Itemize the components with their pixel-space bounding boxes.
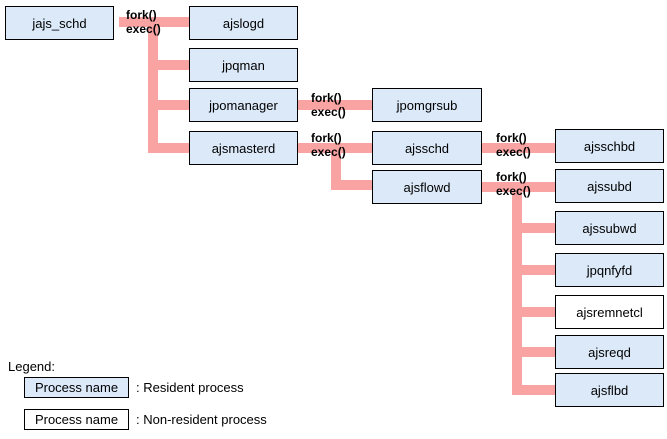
exec-label: exec()	[496, 184, 531, 198]
connector-jajs-jpqman	[148, 60, 189, 70]
process-ajssubd: ajssubd	[555, 169, 664, 203]
connector-jajs-jpomanager	[148, 100, 189, 110]
connector-ajsmasterd-ajsflowd	[331, 180, 372, 190]
process-ajssubwd: ajssubwd	[555, 211, 664, 245]
connector-ajsflowd-ajsreqd	[512, 347, 555, 357]
process-ajsremnetcl: ajsremnetcl	[555, 295, 664, 329]
fork-label: fork()	[496, 170, 527, 184]
process-jajs-schd: jajs_schd	[5, 6, 114, 40]
connector-ajsmasterd-trunk	[331, 143, 341, 190]
process-ajsflbd: ajsflbd	[555, 373, 664, 407]
connector-ajsflowd-ajsflbd	[512, 385, 555, 395]
process-ajslogd: ajslogd	[189, 6, 298, 40]
process-ajsflowd: ajsflowd	[372, 170, 482, 204]
connector-ajsflowd-ajsremnetcl	[512, 307, 555, 317]
process-jpqman: jpqman	[189, 48, 298, 82]
legend-resident-box: Process name	[24, 377, 129, 398]
process-ajsreqd: ajsreqd	[555, 335, 664, 369]
fork-exec-label-2: fork() exec()	[311, 91, 346, 119]
fork-label: fork()	[311, 91, 342, 105]
process-jpomgrsub: jpomgrsub	[372, 88, 482, 122]
legend-title: Legend:	[8, 359, 55, 374]
connector-ajsschd-ajsschbd	[482, 143, 555, 153]
legend-resident-desc: : Resident process	[136, 380, 244, 395]
connector-jajs-ajsmasterd	[148, 143, 189, 153]
connector-ajsflowd-ajssubwd	[512, 223, 555, 233]
connector-ajsflowd-jpqnfyfd	[512, 265, 555, 275]
fork-exec-label-4: fork() exec()	[496, 131, 531, 159]
connector-ajsflowd-trunk	[512, 182, 522, 395]
process-jpqnfyfd: jpqnfyfd	[555, 253, 664, 287]
fork-label: fork()	[496, 131, 527, 145]
fork-exec-label-1: fork() exec()	[126, 8, 161, 36]
exec-label: exec()	[311, 105, 346, 119]
process-ajsschd: ajsschd	[372, 131, 482, 165]
connector-jajs-trunk	[148, 17, 158, 153]
connector-jpomanager-jpomgrsub	[298, 100, 372, 110]
process-jpomanager: jpomanager	[189, 88, 298, 122]
fork-exec-label-3: fork() exec()	[311, 131, 346, 159]
fork-label: fork()	[126, 8, 157, 22]
fork-exec-label-5: fork() exec()	[496, 170, 531, 198]
legend-nonresident-box: Process name	[24, 409, 129, 430]
process-ajsschbd: ajsschbd	[555, 129, 664, 163]
exec-label: exec()	[126, 22, 161, 36]
fork-label: fork()	[311, 131, 342, 145]
exec-label: exec()	[311, 145, 346, 159]
legend-nonresident-desc: : Non-resident process	[136, 412, 267, 427]
process-ajsmasterd: ajsmasterd	[189, 131, 298, 165]
exec-label: exec()	[496, 145, 531, 159]
